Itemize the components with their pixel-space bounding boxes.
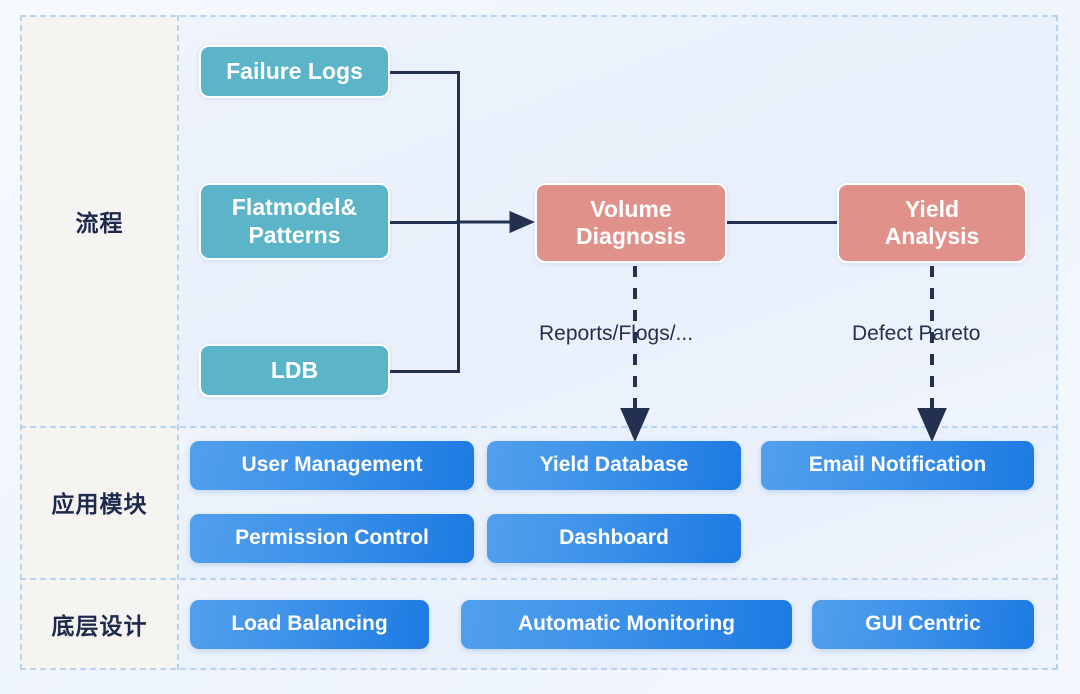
connector-failure-logs-horizontal (390, 71, 460, 74)
node-yield-analysis[interactable]: Yield Analysis (837, 183, 1027, 263)
connector-volume-to-yield (727, 221, 837, 224)
outer-dashed-frame (20, 15, 1058, 670)
row-label-application-modules: 应用模块 (20, 426, 179, 578)
defect-pareto-annotation: Defect Pareto (852, 322, 981, 345)
node-load-balancing[interactable]: Load Balancing (190, 600, 429, 649)
node-user-management[interactable]: User Management (190, 441, 474, 490)
node-flatmodel-patterns[interactable]: Flatmodel& Patterns (199, 183, 390, 260)
connector-ldb-horizontal (390, 370, 460, 373)
node-failure-logs[interactable]: Failure Logs (199, 45, 390, 98)
node-ldb[interactable]: LDB (199, 344, 390, 397)
row-label-process-text: 流程 (75, 210, 124, 237)
row-label-column (20, 15, 179, 670)
node-email-notification[interactable]: Email Notification (761, 441, 1034, 490)
row-separator-2 (20, 578, 1058, 580)
reports-flogs-annotation: Reports/Flogs/... (539, 322, 694, 345)
row-label-underlying-design-text: 底层设计 (51, 614, 148, 640)
row-label-underlying-design: 底层设计 (20, 578, 179, 670)
node-permission-control[interactable]: Permission Control (190, 514, 474, 563)
node-gui-centric[interactable]: GUI Centric (812, 600, 1034, 649)
node-automatic-monitoring[interactable]: Automatic Monitoring (461, 600, 792, 649)
node-dashboard[interactable]: Dashboard (487, 514, 741, 563)
row-label-application-modules-text: 应用模块 (51, 492, 148, 518)
row-separator-1 (20, 426, 1058, 428)
row-label-process: 流程 (20, 15, 179, 426)
node-volume-diagnosis[interactable]: Volume Diagnosis (535, 183, 727, 263)
node-yield-database[interactable]: Yield Database (487, 441, 741, 490)
connector-flatmodel-horizontal (390, 221, 460, 224)
